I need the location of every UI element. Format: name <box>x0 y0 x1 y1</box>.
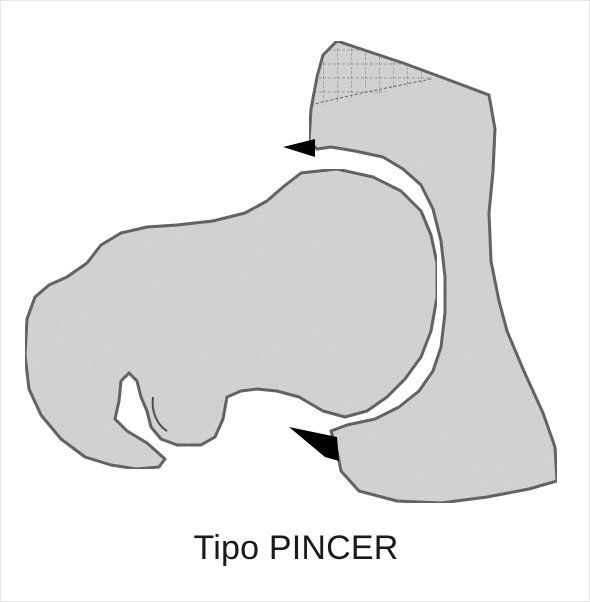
pincer-hip-diagram <box>1 1 590 521</box>
upper-marker-icon <box>283 139 315 157</box>
figure-caption: Tipo PINCER <box>1 529 590 568</box>
